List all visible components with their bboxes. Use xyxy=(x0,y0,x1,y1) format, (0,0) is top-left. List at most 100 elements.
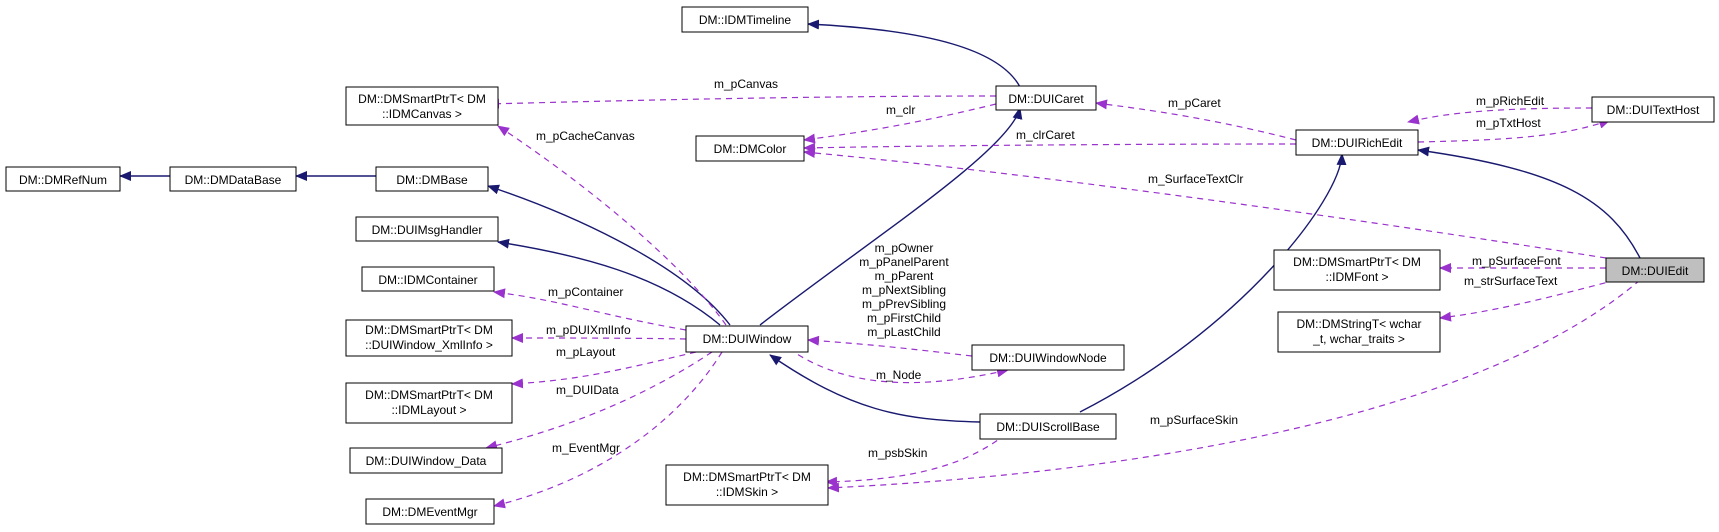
node-dmrefnum[interactable]: DM::DMRefNum xyxy=(5,166,121,192)
label-m_EventMgr: m_EventMgr xyxy=(552,441,620,455)
inheritance-edges xyxy=(119,19,1641,423)
label-m_pCacheCanvas: m_pCacheCanvas xyxy=(536,129,635,143)
node-dmeventmgr-label: DM::DMEventMgr xyxy=(382,505,477,519)
edge-owner-block xyxy=(807,335,973,357)
node-smartptr-layout-line2: ::IDMLayout > xyxy=(391,403,466,417)
node-duiwindownode-label: DM::DUIWindowNode xyxy=(989,351,1107,365)
edge-m_clr xyxy=(803,103,997,144)
node-duimsghandler-label: DM::DUIMsgHandler xyxy=(372,223,483,237)
node-dmstringt-line1: DM::DMStringT< wchar xyxy=(1296,317,1421,331)
label-m_strSurfaceText: m_strSurfaceText xyxy=(1464,274,1558,288)
node-idmcontainer-label: DM::IDMContainer xyxy=(378,273,477,287)
node-duiscrollbase[interactable]: DM::DUIScrollBase xyxy=(979,413,1117,440)
label-m_pPrevSibling: m_pPrevSibling xyxy=(862,297,946,311)
node-duiwindow-data-label: DM::DUIWindow_Data xyxy=(366,454,487,468)
node-idmcontainer[interactable]: DM::IDMContainer xyxy=(361,266,495,292)
node-dmcolor-label: DM::DMColor xyxy=(714,142,787,156)
edge-duicaret-to-idmtimeline xyxy=(807,19,1021,88)
node-dmdatabase-label: DM::DMDataBase xyxy=(185,173,282,187)
label-m_pPanelParent: m_pPanelParent xyxy=(859,255,949,269)
node-duiwindow-data[interactable]: DM::DUIWindow_Data xyxy=(349,447,503,474)
label-m_pTxtHost: m_pTxtHost xyxy=(1476,116,1541,130)
node-smartptr-skin[interactable]: DM::DMSmartPtrT< DM ::IDMSkin > xyxy=(665,464,829,506)
nodes: DM::DMRefNum DM::DMDataBase DM::DMBase D… xyxy=(5,6,1715,525)
usage-edges xyxy=(485,95,1641,509)
node-duitexthost[interactable]: DM::DUITextHost xyxy=(1591,96,1715,123)
node-idmtimeline-label: DM::IDMTimeline xyxy=(699,13,792,27)
node-smartptr-font[interactable]: DM::DMSmartPtrT< DM ::IDMFont > xyxy=(1273,249,1441,291)
node-smartptr-font-line1: DM::DMSmartPtrT< DM xyxy=(1293,255,1421,269)
label-m_SurfaceTextClr: m_SurfaceTextClr xyxy=(1148,172,1243,186)
edge-m_pCanvas xyxy=(487,95,997,109)
label-m_clr: m_clr xyxy=(886,103,915,117)
node-dmbase[interactable]: DM::DMBase xyxy=(375,166,489,192)
label-m_psbSkin: m_psbSkin xyxy=(868,446,927,460)
node-smartptr-xmlinfo[interactable]: DM::DMSmartPtrT< DM ::DUIWindow_XmlInfo … xyxy=(345,319,513,357)
node-dmbase-label: DM::DMBase xyxy=(396,173,468,187)
node-smartptr-skin-line1: DM::DMSmartPtrT< DM xyxy=(683,470,811,484)
label-m_pParent: m_pParent xyxy=(875,269,934,283)
node-idmtimeline[interactable]: DM::IDMTimeline xyxy=(681,6,809,33)
node-duicaret[interactable]: DM::DUICaret xyxy=(995,85,1097,111)
edge-m_Node xyxy=(779,341,1009,384)
node-smartptr-layout-line1: DM::DMSmartPtrT< DM xyxy=(365,388,493,402)
label-m_pCaret: m_pCaret xyxy=(1168,96,1221,110)
node-smartptr-xmlinfo-line1: DM::DMSmartPtrT< DM xyxy=(365,323,493,337)
node-smartptr-skin-line2: ::IDMSkin > xyxy=(716,485,778,499)
node-duicaret-label: DM::DUICaret xyxy=(1008,92,1084,106)
node-smartptr-xmlinfo-line2: ::DUIWindow_XmlInfo > xyxy=(365,338,493,352)
node-duiedit[interactable]: DM::DUIEdit xyxy=(1605,257,1705,283)
node-duiscrollbase-label: DM::DUIScrollBase xyxy=(996,420,1100,434)
node-duitexthost-label: DM::DUITextHost xyxy=(1607,103,1700,117)
edge-duiwindow-to-duicaret xyxy=(759,107,1023,326)
label-m_pOwner: m_pOwner xyxy=(875,241,934,255)
edge-m_SurfaceTextClr xyxy=(803,148,1607,259)
node-dmstringt-line2: _t, wchar_traits > xyxy=(1312,332,1405,346)
edge-duiscrollbase-to-duirichedit xyxy=(1079,153,1347,413)
label-m_pSurfaceSkin: m_pSurfaceSkin xyxy=(1150,413,1238,427)
edge-m_pDUIXmlInfo xyxy=(511,333,687,344)
node-duimsghandler[interactable]: DM::DUIMsgHandler xyxy=(355,216,499,242)
label-owner-block: m_pOwner m_pPanelParent m_pParent m_pNex… xyxy=(859,241,949,339)
label-m_Node: m_Node xyxy=(876,368,922,382)
node-dmeventmgr[interactable]: DM::DMEventMgr xyxy=(365,498,495,525)
label-m_DUIData: m_DUIData xyxy=(556,383,619,397)
edge-m_psbSkin xyxy=(825,433,1007,487)
node-duiwindow-label: DM::DUIWindow xyxy=(703,332,792,346)
node-smartptr-canvas[interactable]: DM::DMSmartPtrT< DM ::IDMCanvas > xyxy=(345,86,499,126)
label-m_pNextSibling: m_pNextSibling xyxy=(862,283,946,297)
node-duirichedit-label: DM::DUIRichEdit xyxy=(1312,136,1403,150)
edge-duiscrollbase-to-duiwindow xyxy=(769,354,981,423)
edge-m_pCacheCanvas xyxy=(497,125,727,326)
node-duiwindow[interactable]: DM::DUIWindow xyxy=(685,325,809,353)
edge-duiwindow-to-duimsghandler xyxy=(497,238,721,326)
node-smartptr-canvas-line1: DM::DMSmartPtrT< DM xyxy=(358,92,486,106)
node-duirichedit[interactable]: DM::DUIRichEdit xyxy=(1295,129,1419,156)
node-dmrefnum-label: DM::DMRefNum xyxy=(19,173,107,187)
node-smartptr-font-line2: ::IDMFont > xyxy=(1325,270,1388,284)
edge-m_pRichEdit xyxy=(1407,107,1593,125)
label-m_pContainer: m_pContainer xyxy=(548,285,623,299)
label-m_pFirstChild: m_pFirstChild xyxy=(867,311,941,325)
label-m_pRichEdit: m_pRichEdit xyxy=(1476,94,1545,108)
edge-m_strSurfaceText xyxy=(1439,279,1617,322)
edge-m_pCaret xyxy=(1095,99,1297,141)
edge-duiedit-to-duirichedit xyxy=(1417,146,1641,259)
label-m_pLastChild: m_pLastChild xyxy=(867,325,940,339)
node-duiwindownode[interactable]: DM::DUIWindowNode xyxy=(971,344,1125,371)
node-dmcolor[interactable]: DM::DMColor xyxy=(695,135,805,162)
node-dmstringt[interactable]: DM::DMStringT< wchar _t, wchar_traits > xyxy=(1277,311,1441,353)
node-smartptr-layout[interactable]: DM::DMSmartPtrT< DM ::IDMLayout > xyxy=(345,382,513,424)
edge-m_clrCaret xyxy=(803,142,1297,153)
edge-duiwindow-to-dmbase xyxy=(487,184,731,326)
node-smartptr-canvas-line2: ::IDMCanvas > xyxy=(382,107,462,121)
label-m_pCanvas: m_pCanvas xyxy=(714,77,778,91)
label-m_clrCaret: m_clrCaret xyxy=(1016,128,1075,142)
node-dmdatabase[interactable]: DM::DMDataBase xyxy=(169,166,297,192)
label-m_pLayout: m_pLayout xyxy=(556,345,616,359)
edge-m_DUIData xyxy=(485,351,713,451)
edge-labels: m_pCanvas m_clr m_pCacheCanvas m_pCaret … xyxy=(536,77,1561,460)
edge-m_pLayout xyxy=(511,351,697,389)
label-m_pSurfaceFont: m_pSurfaceFont xyxy=(1472,254,1561,268)
